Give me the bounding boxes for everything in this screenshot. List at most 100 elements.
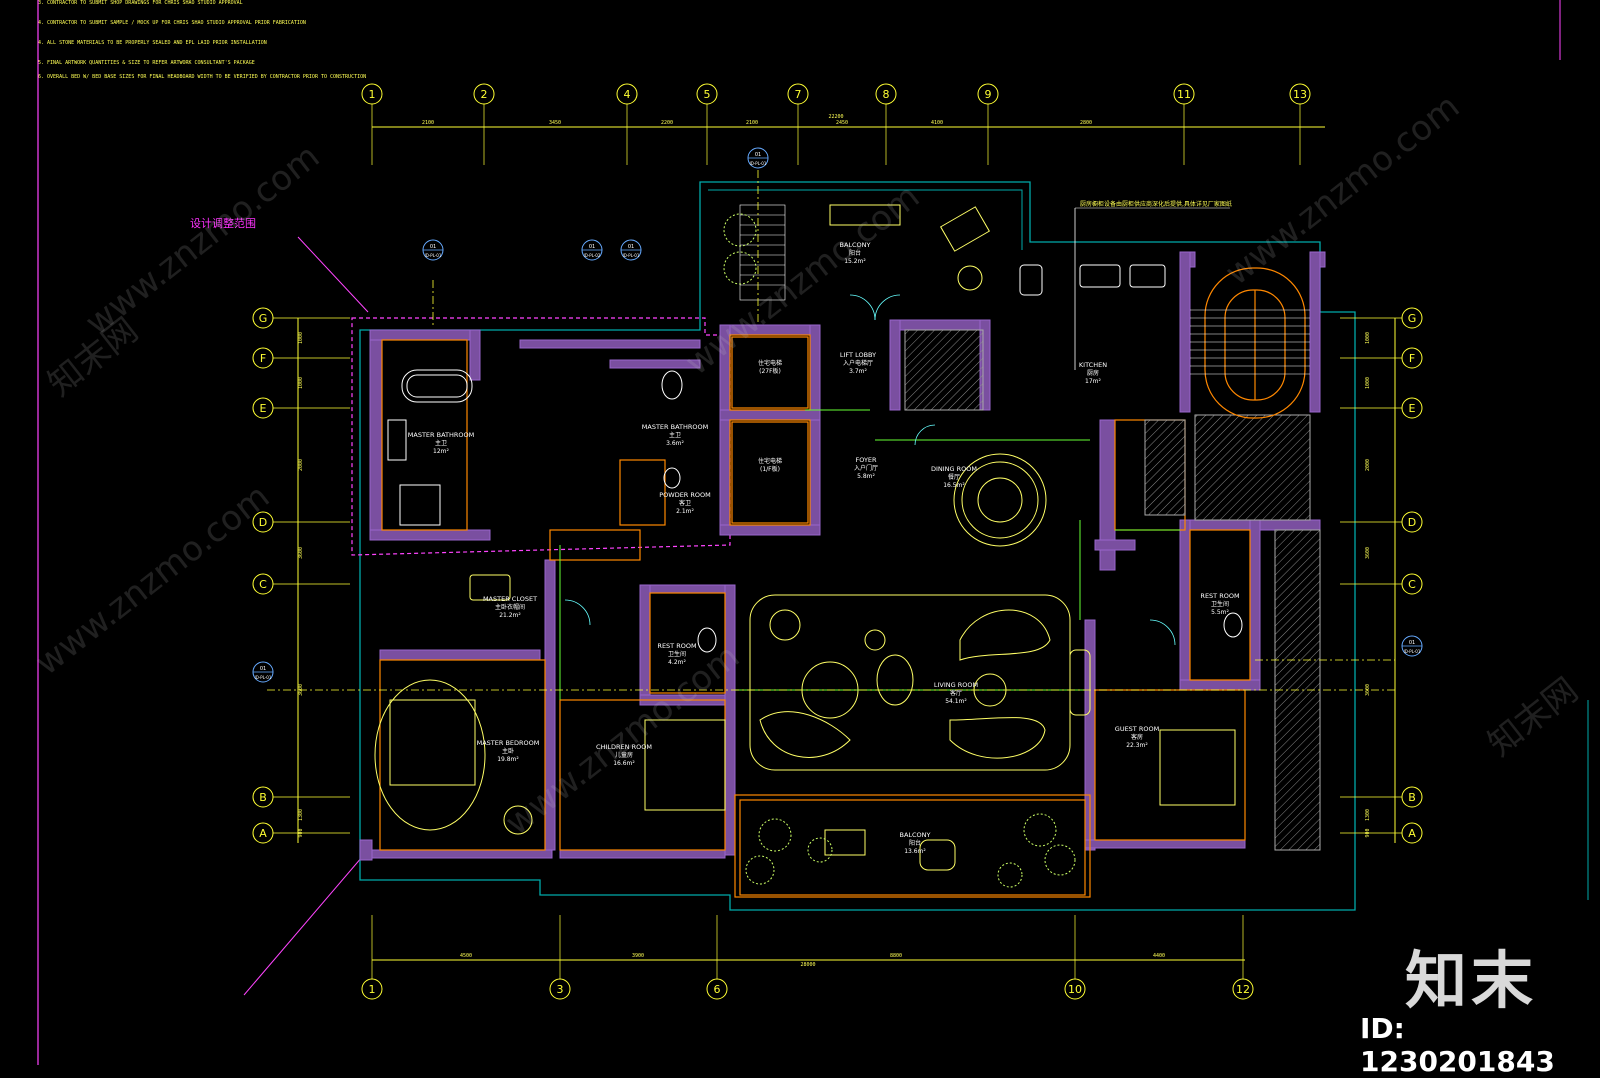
axis-label: 6 <box>714 983 721 996</box>
svg-text:KITCHEN: KITCHEN <box>1079 361 1107 369</box>
svg-text:主卫: 主卫 <box>435 439 447 447</box>
svg-text:3.6m²: 3.6m² <box>666 440 684 447</box>
dimension-label: 1000 <box>1365 332 1371 344</box>
dimension-label: 1000 <box>1365 377 1371 389</box>
svg-text:入户电梯厅: 入户电梯厅 <box>843 359 873 367</box>
dimension-label: 1300 <box>298 809 304 821</box>
dimension-label: 2000 <box>1365 459 1371 471</box>
svg-text:儿童房: 儿童房 <box>615 751 633 759</box>
axis-label: 8 <box>883 88 890 101</box>
axis-bubble <box>252 511 274 533</box>
building-outline <box>359 181 1356 911</box>
dimension-label: 900 <box>1365 828 1371 837</box>
svg-text:阳台: 阳台 <box>909 839 921 847</box>
svg-text:54.1m²: 54.1m² <box>945 698 967 705</box>
kitchen-note: 厨房橱柜设备由厨柜供应商深化后提供,具体详见厂家图纸 <box>1080 200 1232 208</box>
svg-text:3.7m²: 3.7m² <box>849 368 867 375</box>
svg-text:01: 01 <box>628 244 634 250</box>
axis-label: 2 <box>481 88 488 101</box>
axis-label: D <box>1408 516 1416 529</box>
svg-text:POWDER ROOM: POWDER ROOM <box>659 491 711 499</box>
svg-text:ID-PL-01: ID-PL-01 <box>623 253 640 258</box>
watermark-id: ID: 1230201843 <box>1360 1012 1555 1078</box>
axis-label: 12 <box>1236 983 1250 996</box>
doors <box>564 294 1176 646</box>
svg-text:12m²: 12m² <box>433 448 449 455</box>
dimension-label: 2800 <box>1080 120 1092 126</box>
axis-bubble <box>473 83 495 105</box>
svg-text:客房: 客房 <box>1131 733 1143 741</box>
axis-bubble <box>1173 83 1195 105</box>
grid-axis-lines <box>273 104 1402 979</box>
axis-label: 7 <box>795 88 802 101</box>
svg-text:4.2m²: 4.2m² <box>668 659 686 666</box>
note-line: 3. CONTRACTOR TO SUBMIT SHOP DRAWINGS FO… <box>38 0 243 6</box>
axis-bubble <box>1401 347 1423 369</box>
axis-bubble <box>977 83 999 105</box>
axis-label: 4 <box>624 88 631 101</box>
general-notes: 3. CONTRACTOR TO SUBMIT SHOP DRAWINGS FO… <box>38 0 366 80</box>
axis-bubble <box>1232 978 1254 1000</box>
dimension-label: 4100 <box>931 120 943 126</box>
design-scope-label: 设计调整范围 <box>190 216 256 230</box>
axis-label: 1 <box>369 983 376 996</box>
axis-bubble <box>252 347 274 369</box>
svg-text:MASTER CLOSET: MASTER CLOSET <box>483 595 537 603</box>
axis-label: B <box>1408 791 1416 804</box>
svg-text:15.2m²: 15.2m² <box>844 258 866 265</box>
svg-text:ID-PL-01: ID-PL-01 <box>1404 649 1421 654</box>
room-label-lift_b: 住宅电梯(1/F板) <box>758 457 782 473</box>
svg-text:22.3m²: 22.3m² <box>1126 742 1148 749</box>
svg-text:ID-PL-02: ID-PL-02 <box>584 253 601 258</box>
dimension-label: 2450 <box>836 120 848 126</box>
axis-label: F <box>1409 352 1415 365</box>
note-line: 4. CONTRACTOR TO SUBMIT SAMPLE / MOCK UP… <box>38 20 306 26</box>
furniture <box>374 204 1236 871</box>
axis-label: B <box>259 791 267 804</box>
axis-label: 3 <box>557 983 564 996</box>
dimension-total: 28000 <box>800 962 815 968</box>
room-label-lift_a: 住宅电梯(27F板) <box>758 359 782 375</box>
svg-text:21.2m²: 21.2m² <box>499 612 521 619</box>
axis-bubble <box>1401 573 1423 595</box>
svg-text:5.8m²: 5.8m² <box>857 473 875 480</box>
dimension-label: 2200 <box>661 120 673 126</box>
dimension-label: 4400 <box>1153 953 1165 959</box>
note-line: 5. FINAL ARTWORK QUANTITIES & SIZE TO RE… <box>38 60 255 66</box>
svg-text:FOYER: FOYER <box>855 456 877 464</box>
dimension-label: 2100 <box>422 120 434 126</box>
svg-text:ID-PL-01: ID-PL-01 <box>750 161 767 166</box>
axis-bubble <box>875 83 897 105</box>
stair-treads <box>1190 309 1310 375</box>
axis-bubble <box>252 397 274 419</box>
axis-label: G <box>1408 312 1417 325</box>
axis-label: A <box>1408 827 1416 840</box>
svg-text:01: 01 <box>260 666 266 672</box>
svg-text:LIVING ROOM: LIVING ROOM <box>934 681 978 689</box>
svg-text:(1/F板): (1/F板) <box>760 465 780 473</box>
axis-label: G <box>259 312 268 325</box>
svg-text:BALCONY: BALCONY <box>839 241 870 249</box>
section-cut-lines <box>267 170 1395 691</box>
svg-text:REST ROOM: REST ROOM <box>1200 592 1239 600</box>
axis-label: 1 <box>369 88 376 101</box>
svg-text:01: 01 <box>755 152 761 158</box>
svg-text:客卫: 客卫 <box>679 499 691 507</box>
svg-text:5.5m²: 5.5m² <box>1211 609 1229 616</box>
axis-label: D <box>259 516 267 529</box>
svg-text:01: 01 <box>430 244 436 250</box>
